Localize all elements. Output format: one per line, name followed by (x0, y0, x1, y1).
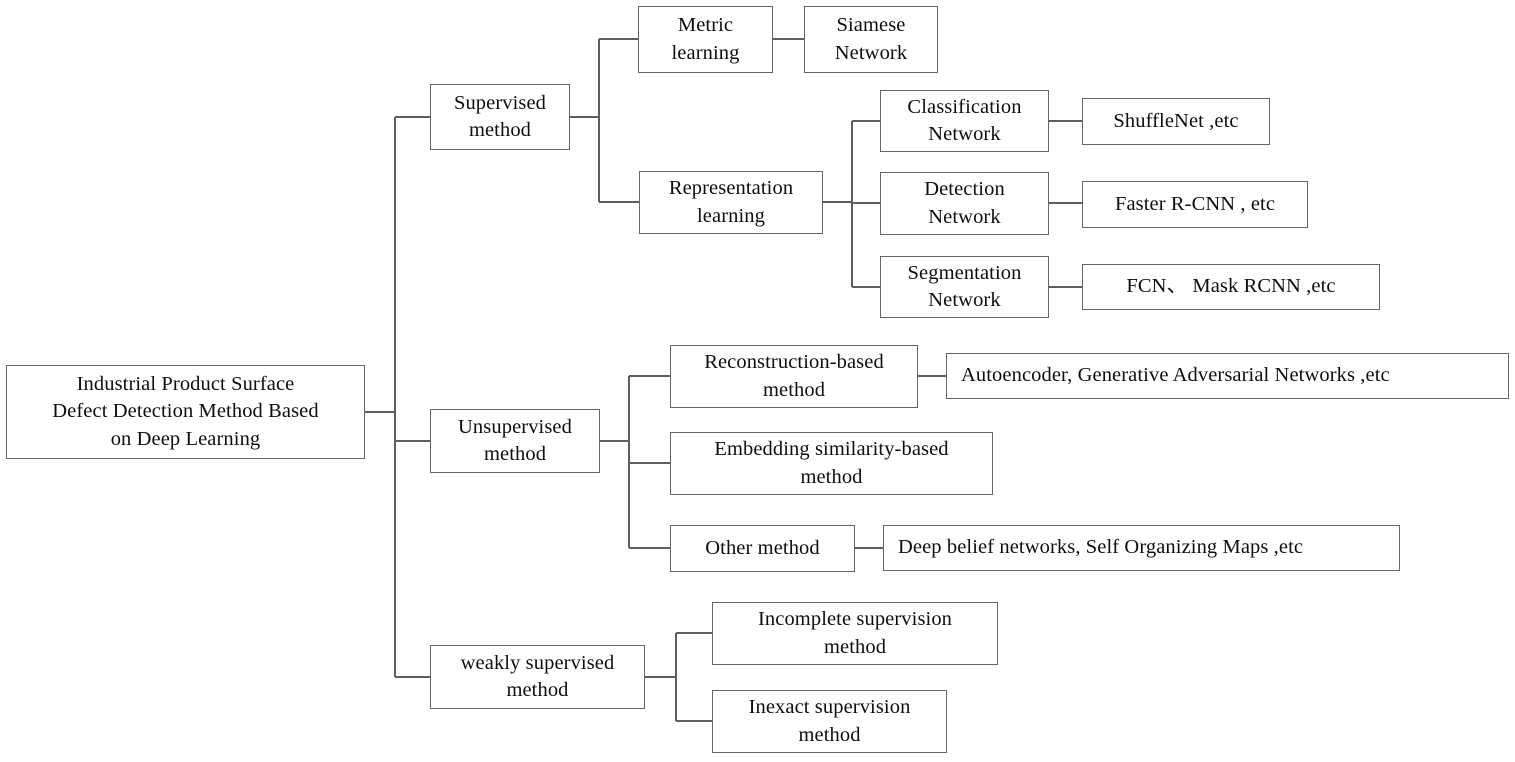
node-faster-rcnn-label: Faster R-CNN , etc (1114, 192, 1276, 215)
node-supervised-method-label: Supervised method (453, 91, 547, 141)
node-representation-learning[interactable]: Representation learning (639, 171, 823, 234)
node-reconstruction-based-method[interactable]: Reconstruction-based method (670, 345, 918, 408)
node-incomplete-supervision-method-label: Incomplete supervision method (757, 608, 953, 658)
node-embedding-similarity-based-method[interactable]: Embedding similarity-based method (670, 432, 993, 495)
node-root[interactable]: Industrial Product Surface Defect Detect… (6, 365, 365, 459)
node-segmentation-network[interactable]: Segmentation Network (880, 256, 1049, 318)
node-metric-learning-label: Metric learning (671, 14, 740, 64)
node-detection-network-label: Detection Network (924, 178, 1005, 228)
node-unsupervised-method[interactable]: Unsupervised method (430, 409, 600, 473)
node-fcn-mask-rcnn[interactable]: FCN、 Mask RCNN ,etc (1082, 264, 1380, 310)
node-other-method[interactable]: Other method (670, 525, 855, 572)
node-root-label: Industrial Product Surface Defect Detect… (52, 373, 319, 450)
node-representation-learning-label: Representation learning (668, 177, 794, 227)
node-segmentation-network-label: Segmentation Network (907, 261, 1022, 311)
node-inexact-supervision-method-label: Inexact supervision method (748, 696, 911, 746)
node-faster-rcnn[interactable]: Faster R-CNN , etc (1082, 181, 1308, 228)
node-other-method-label: Other method (705, 536, 820, 559)
node-metric-learning[interactable]: Metric learning (638, 6, 773, 73)
node-dbn-som[interactable]: Deep belief networks, Self Organizing Ma… (883, 525, 1400, 571)
node-siamese-network-label: Siamese Network (834, 14, 908, 64)
node-embedding-similarity-based-method-label: Embedding similarity-based method (714, 438, 949, 488)
node-inexact-supervision-method[interactable]: Inexact supervision method (712, 690, 947, 753)
node-incomplete-supervision-method[interactable]: Incomplete supervision method (712, 602, 998, 665)
node-classification-network[interactable]: Classification Network (880, 90, 1049, 152)
node-supervised-method[interactable]: Supervised method (430, 84, 570, 150)
node-dbn-som-label: Deep belief networks, Self Organizing Ma… (898, 536, 1304, 559)
node-shufflenet-label: ShuffleNet ,etc (1113, 109, 1239, 132)
node-autoencoder-gan[interactable]: Autoencoder, Generative Adversarial Netw… (946, 353, 1509, 399)
node-classification-network-label: Classification Network (907, 95, 1022, 145)
node-weakly-supervised-method-label: weakly supervised method (460, 651, 615, 701)
node-autoencoder-gan-label: Autoencoder, Generative Adversarial Netw… (961, 364, 1390, 387)
node-reconstruction-based-method-label: Reconstruction-based method (704, 351, 884, 401)
node-shufflenet[interactable]: ShuffleNet ,etc (1082, 98, 1270, 145)
node-detection-network[interactable]: Detection Network (880, 172, 1049, 235)
node-weakly-supervised-method[interactable]: weakly supervised method (430, 645, 645, 709)
node-fcn-mask-rcnn-label: FCN、 Mask RCNN ,etc (1126, 275, 1336, 298)
node-siamese-network[interactable]: Siamese Network (804, 6, 938, 73)
node-unsupervised-method-label: Unsupervised method (458, 415, 572, 465)
